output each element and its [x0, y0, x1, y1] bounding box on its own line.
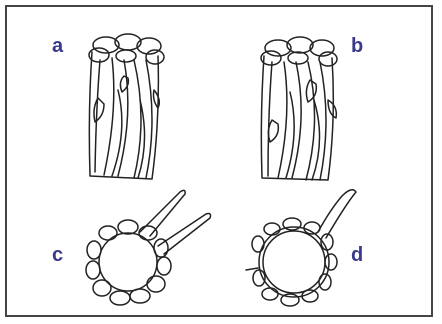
cross-section-d-illustration — [246, 190, 356, 306]
panel-label-c: c — [52, 245, 63, 265]
cross-section-d-lumen — [263, 231, 325, 293]
root-hair — [158, 214, 211, 255]
strand-a-illustration — [89, 34, 164, 179]
cross-section-c-illustration — [86, 190, 211, 305]
panel-label-a: a — [52, 36, 63, 56]
root-hair-stub — [94, 98, 104, 122]
root-hair-stub — [328, 100, 336, 118]
root-hair — [318, 190, 356, 238]
strand-b-illustration — [261, 37, 337, 180]
panel-label-b: b — [351, 36, 363, 56]
root-hair-stub — [268, 120, 278, 142]
root-hair — [140, 190, 185, 236]
panel-label-d: d — [351, 245, 363, 265]
